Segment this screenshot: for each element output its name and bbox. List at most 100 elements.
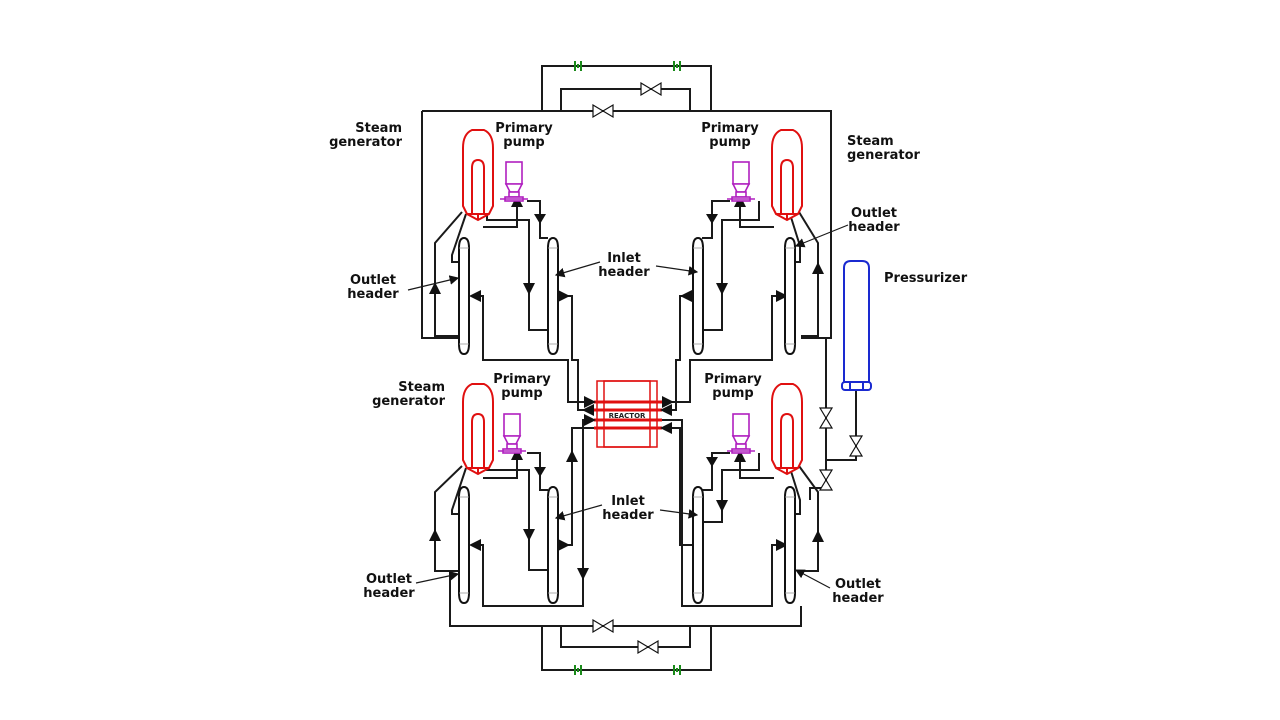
flow-arrow (776, 290, 788, 302)
flow-arrow (734, 450, 746, 462)
label-tr-outlet-header: Outlet header (794, 206, 900, 248)
flow-arrow (523, 283, 535, 295)
label-br-primary-pump: Primary pump (704, 372, 762, 401)
pressurizer[interactable] (841, 260, 872, 391)
flow-arrow (776, 539, 788, 551)
svg-text:pump: pump (712, 386, 753, 401)
isolation-valve-top-main[interactable] (592, 104, 614, 118)
svg-text:pump: pump (709, 135, 750, 150)
top-outer-loop (421, 65, 832, 339)
orifice-bottom-right (673, 664, 681, 676)
flow-arrow-out-reactor (582, 404, 594, 416)
primary-pump-top-left[interactable] (499, 161, 529, 202)
svg-text:Outlet: Outlet (851, 206, 897, 221)
steam-generator-top-right[interactable] (771, 129, 803, 221)
steam-generator-top-left[interactable] (462, 129, 494, 221)
pressurizer-isolation-valve-upper[interactable] (819, 407, 833, 429)
steam-generator-bottom-left[interactable] (462, 383, 494, 475)
flow-arrow (469, 290, 481, 302)
svg-text:header: header (848, 220, 900, 235)
flow-arrow (706, 457, 718, 467)
label-br-outlet-header: Outlet header (794, 569, 884, 606)
svg-text:Pressurizer: Pressurizer (884, 271, 968, 286)
label-bl-primary-pump: Primary pump (493, 372, 551, 401)
flow-arrow (558, 290, 570, 302)
svg-text:Outlet: Outlet (350, 273, 396, 288)
primary-pump-bottom-right[interactable] (726, 413, 756, 454)
svg-text:Steam: Steam (355, 121, 402, 136)
svg-text:Outlet: Outlet (366, 572, 412, 587)
orifice-top-left (574, 60, 582, 72)
outlet-header-top-left[interactable] (458, 237, 470, 355)
svg-text:header: header (602, 508, 654, 523)
svg-text:Primary: Primary (495, 121, 553, 136)
flow-arrow-into-reactor (660, 422, 672, 434)
svg-text:header: header (347, 287, 399, 302)
flow-arrow-into-reactor (584, 396, 596, 408)
bottom-outer-loop (449, 606, 802, 671)
reactor-label: REACTOR (609, 412, 646, 420)
pressurizer-valve[interactable] (849, 435, 863, 457)
label-tr-primary-pump: Primary pump (701, 121, 759, 150)
svg-text:Outlet: Outlet (835, 577, 881, 592)
inlet-header-top-left[interactable] (547, 237, 559, 355)
quadrant-bottom-right (660, 419, 824, 607)
svg-text:Primary: Primary (493, 372, 551, 387)
primary-pump-bottom-left[interactable] (497, 413, 527, 454)
flow-arrow (706, 214, 718, 224)
isolation-valve-bottom-bypass[interactable] (637, 640, 659, 654)
label-bottom-inlet-header: Inlet header (554, 494, 699, 523)
label-tl-outlet-header: Outlet header (347, 273, 460, 302)
inlet-header-bottom-right[interactable] (692, 486, 704, 604)
flow-arrow (577, 568, 589, 580)
flow-arrow (566, 450, 578, 462)
label-bl-outlet-header: Outlet header (363, 571, 460, 601)
outlet-header-bottom-right[interactable] (784, 486, 796, 604)
svg-text:header: header (598, 265, 650, 280)
isolation-valve-bottom-main[interactable] (592, 619, 614, 633)
label-pressurizer: Pressurizer (884, 271, 968, 286)
flow-arrow (680, 290, 692, 302)
outlet-header-top-right[interactable] (784, 237, 796, 355)
primary-pump-top-right[interactable] (726, 161, 756, 202)
flow-arrow (429, 282, 441, 294)
inlet-header-top-right[interactable] (692, 237, 704, 355)
svg-text:Primary: Primary (701, 121, 759, 136)
orifice-top-right (673, 60, 681, 72)
flow-arrow-out-reactor (662, 396, 674, 408)
pressurizer-isolation-valve-lower[interactable] (819, 469, 833, 491)
flow-arrow (716, 283, 728, 295)
flow-arrow (716, 500, 728, 512)
label-tr-steam-generator: Steam generator (847, 134, 921, 163)
svg-text:Steam: Steam (847, 134, 894, 149)
flow-arrow (558, 539, 570, 551)
quadrant-bottom-left (429, 419, 595, 607)
label-top-inlet-header: Inlet header (554, 251, 699, 280)
flow-arrow (429, 529, 441, 541)
outlet-header-bottom-left[interactable] (458, 486, 470, 604)
label-tl-primary-pump: Primary pump (495, 121, 553, 150)
svg-text:pump: pump (501, 386, 542, 401)
flow-arrow (469, 539, 481, 551)
flow-arrow (812, 530, 824, 542)
svg-text:generator: generator (847, 148, 921, 163)
svg-text:header: header (832, 591, 884, 606)
svg-text:Inlet: Inlet (611, 494, 645, 509)
reactor[interactable]: REACTOR (594, 380, 662, 448)
flow-arrow (812, 262, 824, 274)
inlet-header-bottom-left[interactable] (547, 486, 559, 604)
quadrant-top-right (660, 195, 824, 411)
svg-text:generator: generator (329, 135, 403, 150)
isolation-valve-top-bypass[interactable] (640, 82, 662, 96)
flow-arrow (523, 529, 535, 541)
svg-text:pump: pump (503, 135, 544, 150)
label-tl-steam-generator: Steam generator (329, 121, 403, 150)
svg-text:Inlet: Inlet (607, 251, 641, 266)
flow-arrow-into-reactor (584, 414, 596, 426)
orifice-bottom-left (574, 664, 582, 676)
flow-arrow-into-reactor (660, 404, 672, 416)
flow-arrow (534, 214, 546, 224)
flow-arrow (511, 448, 523, 460)
steam-generator-bottom-right[interactable] (771, 383, 803, 475)
